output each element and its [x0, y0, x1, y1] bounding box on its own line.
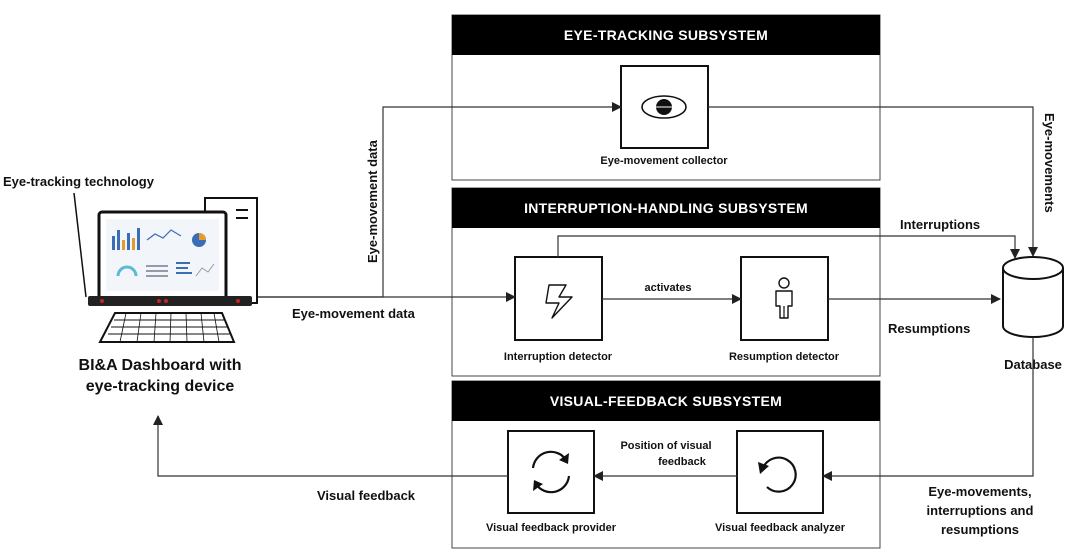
refresh-icon [531, 450, 571, 494]
resumption-detector-label: Resumption detector [729, 351, 840, 363]
visual-feedback-label: Visual feedback [317, 488, 416, 503]
visual-feedback-provider-label: Visual feedback provider [486, 522, 617, 534]
dashboard-screen [106, 219, 219, 291]
dashboard-title-line2: eye-tracking device [86, 378, 235, 395]
visual-feedback-header [452, 381, 880, 421]
interruptions-label: Interruptions [900, 217, 980, 232]
person-icon [775, 277, 793, 319]
combined-label-line2: interruptions and [927, 503, 1034, 518]
visual-feedback-analyzer-label: Visual feedback analyzer [715, 522, 846, 534]
interruption-detector-label: Interruption detector [504, 351, 613, 363]
database-icon [1002, 256, 1064, 338]
lightning-icon [545, 284, 573, 319]
technology-pointer [73, 192, 87, 298]
arrow-provider-to-computer [153, 415, 508, 477]
eye-icon [641, 95, 687, 119]
activates-label: activates [644, 282, 691, 294]
interruption-handling-header [452, 188, 880, 228]
database: Database [1002, 256, 1064, 372]
arrow-collector-to-database [708, 106, 1038, 257]
visual-feedback-title: VISUAL-FEEDBACK SUBSYSTEM [550, 393, 782, 409]
computer-illustration [73, 192, 258, 343]
keyboard [98, 312, 236, 343]
eye-tracking-subsystem: EYE-TRACKING SUBSYSTEM [451, 14, 881, 181]
eye-tracking-technology-label: Eye-tracking technology [3, 174, 155, 189]
arrow-database-to-analyzer [822, 337, 1034, 481]
interruption-handling-title: INTERRUPTION-HANDLING SUBSYSTEM [524, 200, 808, 216]
visual-feedback-analyzer: Visual feedback analyzer [715, 430, 846, 534]
resumption-detector: Resumption detector [729, 256, 840, 363]
resumptions-label: Resumptions [888, 321, 970, 336]
visual-feedback-provider: Visual feedback provider [486, 430, 617, 534]
eye-movement-data-vertical-label: Eye-movement data [365, 139, 380, 263]
eye-tracker-bar [88, 296, 252, 306]
refresh-icon [758, 456, 797, 493]
eye-tracking-title: EYE-TRACKING SUBSYSTEM [564, 27, 768, 43]
position-label-line1: Position of visual [620, 440, 711, 452]
dashboard-title-line1: BI&A Dashboard with [79, 357, 242, 374]
combined-label-line1: Eye-movements, [928, 484, 1031, 499]
eye-tracking-header [452, 15, 880, 55]
eye-movement-data-horizontal-label: Eye-movement data [292, 306, 416, 321]
eye-movements-label: Eye-movements [1042, 113, 1057, 213]
position-label-line2: feedback [658, 456, 707, 468]
combined-label-line3: resumptions [941, 522, 1019, 537]
eye-movement-collector-label: Eye-movement collector [600, 155, 728, 167]
arrow-interruptions-to-database [557, 235, 1020, 259]
